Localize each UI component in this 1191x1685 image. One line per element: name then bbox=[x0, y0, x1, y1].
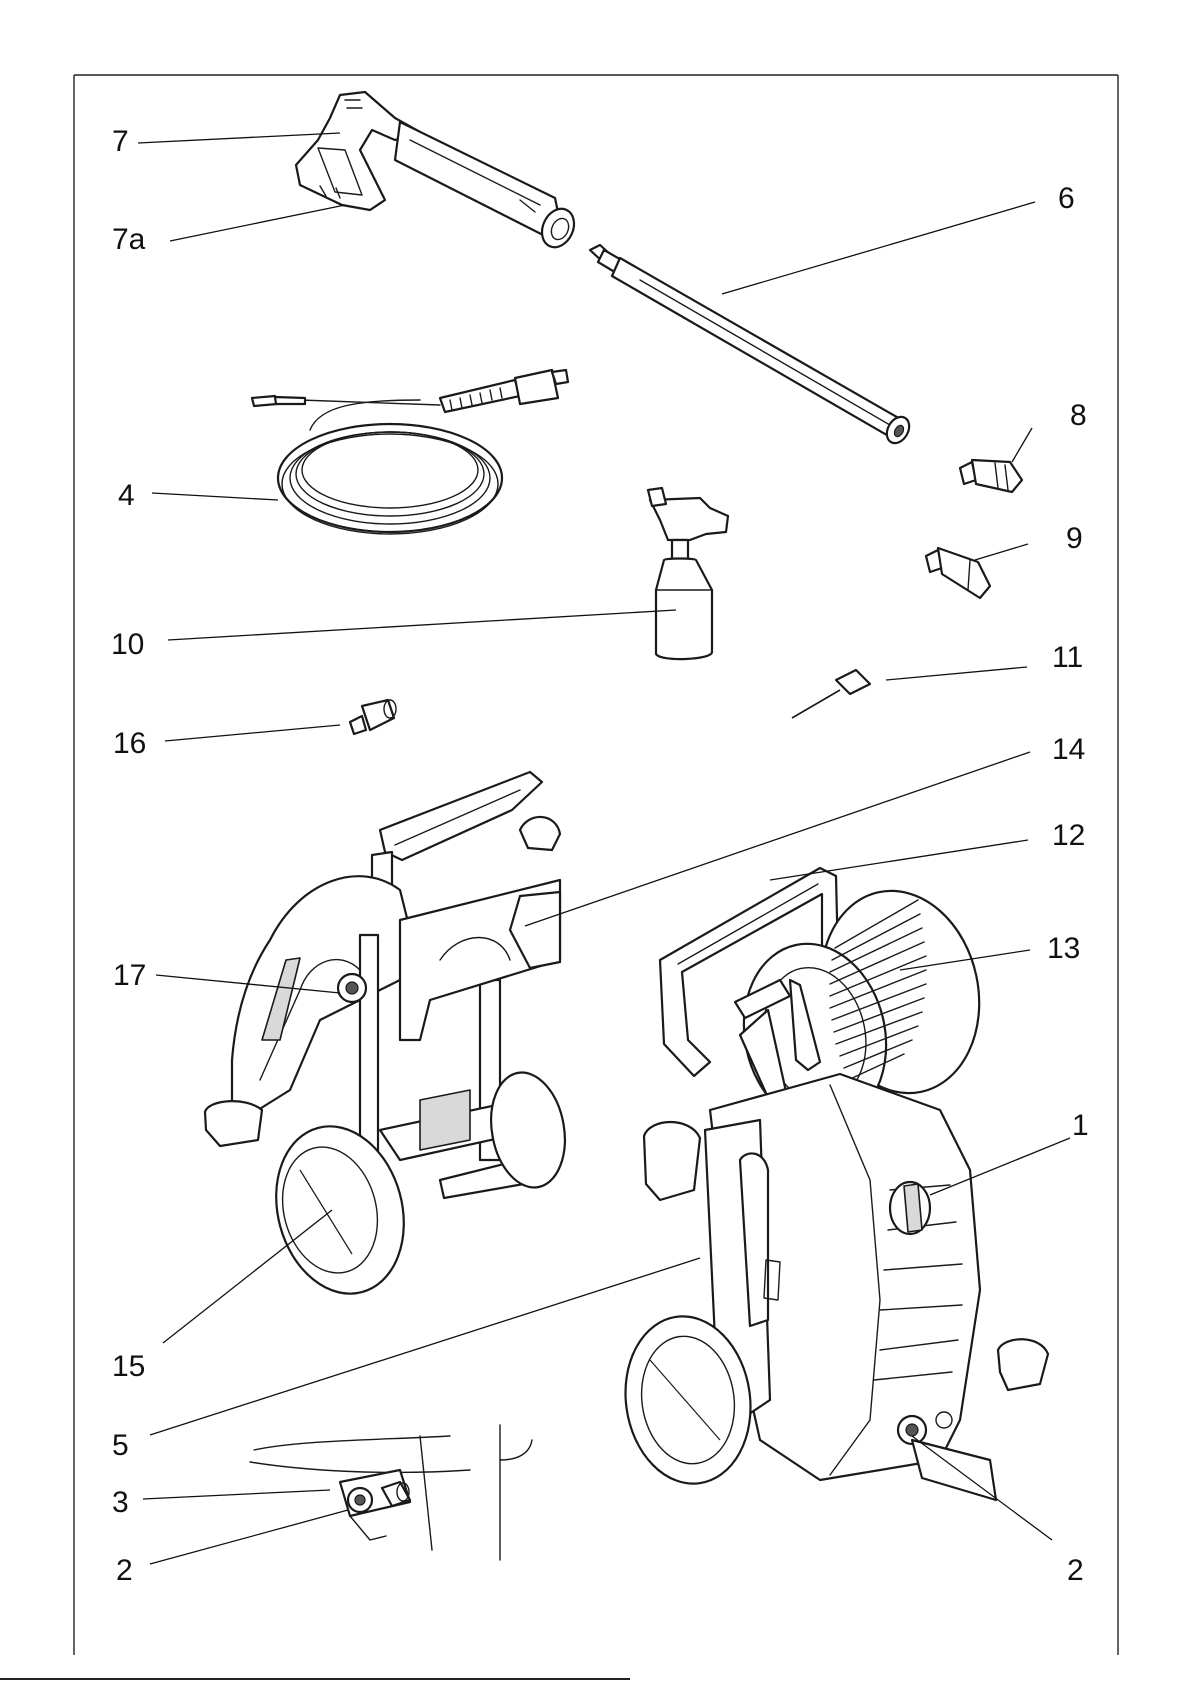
callout-11: 11 bbox=[1052, 641, 1083, 674]
callout-15: 15 bbox=[112, 1350, 145, 1383]
callout-7a: 7a bbox=[112, 223, 146, 256]
callout-14: 14 bbox=[1052, 733, 1085, 766]
callout-17: 17 bbox=[113, 959, 146, 992]
inlet-outlet-detail-illustration bbox=[250, 1425, 532, 1560]
hose-connector-illustration bbox=[350, 700, 396, 734]
callout-9: 9 bbox=[1066, 522, 1083, 555]
callout-12: 12 bbox=[1052, 819, 1085, 852]
callout-7: 7 bbox=[112, 125, 129, 158]
callout-16: 16 bbox=[113, 727, 146, 760]
callout-5: 5 bbox=[112, 1429, 129, 1462]
callout-2-right: 2 bbox=[1067, 1554, 1084, 1587]
callout-3: 3 bbox=[112, 1486, 129, 1519]
spray-gun-illustration bbox=[296, 92, 580, 252]
callout-8: 8 bbox=[1070, 399, 1087, 432]
callout-4: 4 bbox=[118, 479, 135, 512]
machine-rear-view-illustration bbox=[205, 772, 574, 1308]
callout-2-left: 2 bbox=[116, 1554, 133, 1587]
callout-6: 6 bbox=[1058, 182, 1075, 215]
lance-illustration bbox=[590, 245, 914, 447]
nozzle-9-illustration bbox=[926, 548, 990, 598]
nozzle-8-illustration bbox=[960, 460, 1022, 492]
callout-1: 1 bbox=[1072, 1109, 1089, 1142]
hose-coil-illustration bbox=[252, 370, 568, 534]
machine-front-view-illustration bbox=[615, 868, 1048, 1500]
callout-13: 13 bbox=[1047, 932, 1080, 965]
cleaning-needle-illustration bbox=[792, 670, 870, 718]
callout-10: 10 bbox=[111, 628, 144, 661]
foam-bottle-illustration bbox=[648, 488, 728, 659]
